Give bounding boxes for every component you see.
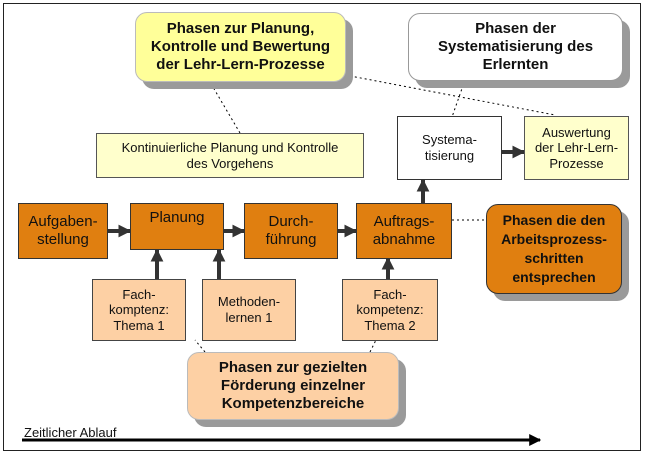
durchfuehrung-box: Durch- führung bbox=[244, 203, 338, 259]
competence-phases-box: Phasen zur gezielten Förderung einzelner… bbox=[187, 352, 399, 420]
dotted-line-competence-to-fach2 bbox=[369, 339, 377, 353]
auswertung-box: Auswertung der Lehr-Lern- Prozesse bbox=[524, 116, 629, 180]
fachkompetenz-thema2-box: Fach- kompetenz: Thema 2 bbox=[342, 279, 438, 341]
continuous-planning-box: Kontinuierliche Planung und Kontrolle de… bbox=[96, 133, 364, 178]
dotted-line-competence-to-fach1 bbox=[194, 339, 206, 353]
systematization-phases-box: Phasen der Systematisierung des Erlernte… bbox=[408, 13, 623, 81]
systematisierung-box: Systema- tisierung bbox=[397, 116, 502, 180]
fachkompetenz-thema1-box: Fach- komptenz: Thema 1 bbox=[92, 279, 186, 341]
aufgabenstellung-box: Aufgaben- stellung bbox=[18, 203, 108, 259]
dotted-line-continuous-to-planning-phases bbox=[209, 81, 241, 134]
planung-box: Planung bbox=[130, 203, 224, 250]
timeline-label: Zeitlicher Ablauf bbox=[24, 425, 117, 440]
auftragsabnahme-box: Auftrags- abnahme bbox=[356, 203, 452, 259]
methodenlernen-box: Methoden- lernen 1 bbox=[202, 279, 296, 341]
dotted-line-planning-to-auswertung bbox=[344, 74, 556, 116]
work-process-phases-box: Phasen die den Arbeitsprozess- schritten… bbox=[486, 204, 622, 294]
planning-evaluation-phases-box: Phasen zur Planung, Kontrolle und Bewert… bbox=[135, 12, 346, 82]
dotted-line-systematization-to-box bbox=[451, 79, 466, 118]
